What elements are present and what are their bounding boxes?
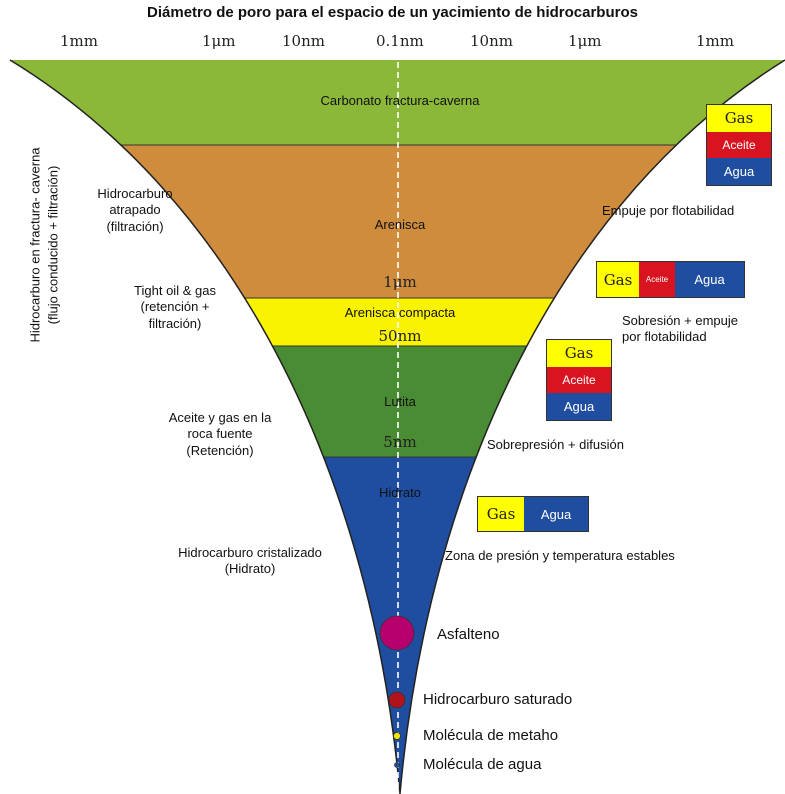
- scale-label: 1μm: [568, 32, 602, 50]
- left-label-hidrocarburo-atrapado: Hidrocarburo atrapado (filtración): [97, 186, 173, 234]
- oil-cell: Aceite: [547, 366, 611, 394]
- molecule-hidrocarburo-saturado: [388, 691, 406, 709]
- layer-label: Hidrato: [379, 485, 421, 500]
- left-label-tight-oil: Tight oil & gas (retención + filtración): [134, 283, 216, 331]
- molecule-label: Molécula de metaho: [423, 727, 559, 744]
- fluid-box-3: Gas Aceite Agua: [546, 339, 612, 421]
- water-cell: Agua: [707, 158, 771, 186]
- molecule-agua: [394, 762, 400, 768]
- layer-label: Lutita: [384, 394, 416, 409]
- diagram-title: Diámetro de poro para el espacio de un y…: [147, 4, 638, 21]
- layer-label: Arenisca: [374, 217, 426, 232]
- boundary-label: 1μm: [383, 273, 417, 291]
- water-cell: Agua: [524, 497, 588, 531]
- left-label-hidrato: Hidrocarburo cristalizado (Hidrato): [178, 545, 322, 577]
- scale-label: 0.1nm: [376, 32, 424, 50]
- water-cell: Agua: [675, 262, 744, 297]
- molecule-label: Asfalteno: [437, 626, 500, 643]
- mechanism-label: Zona de presión y temperatura estables: [445, 548, 675, 563]
- layer-label: Arenisca compacta: [344, 305, 456, 320]
- gas-cell: Gas: [597, 262, 639, 297]
- molecule-label: Molécula de agua: [423, 756, 542, 773]
- layer-label: Carbonato fractura-caverna: [320, 93, 480, 108]
- boundary-label: 50nm: [378, 327, 422, 345]
- molecule-asfalteno: [379, 615, 415, 651]
- fluid-box-1: Gas Aceite Agua: [706, 104, 772, 186]
- mechanism-label: Sobrepresión + difusión: [487, 437, 624, 452]
- scale-label: 1mm: [696, 32, 734, 50]
- oil-cell: Aceite: [639, 262, 675, 297]
- left-vertical-label: Hidrocarburo en fractura- caverna (flujo…: [27, 147, 60, 343]
- scale-label: 10nm: [282, 32, 325, 50]
- water-cell: Agua: [547, 393, 611, 421]
- boundary-label: 5nm: [383, 433, 417, 451]
- fluid-box-2: Gas Aceite Agua: [596, 261, 745, 298]
- molecule-metano: [393, 732, 401, 740]
- molecule-label: Hidrocarburo saturado: [423, 691, 573, 708]
- scale-label: 1mm: [60, 32, 98, 50]
- left-label-roca-fuente: Aceite y gas en la roca fuente (Retenció…: [168, 410, 272, 458]
- mechanism-label: Empuje por flotabilidad: [602, 203, 735, 218]
- fluid-box-4: Gas Agua: [477, 496, 589, 532]
- gas-cell: Gas: [478, 497, 524, 531]
- gas-cell: Gas: [707, 105, 771, 132]
- oil-cell: Aceite: [707, 131, 771, 159]
- gas-cell: Gas: [547, 340, 611, 367]
- scale-label: 10nm: [470, 32, 513, 50]
- scale-label: 1μm: [202, 32, 236, 50]
- mechanism-label: Sobresión + empuje por flotabilidad: [622, 313, 738, 345]
